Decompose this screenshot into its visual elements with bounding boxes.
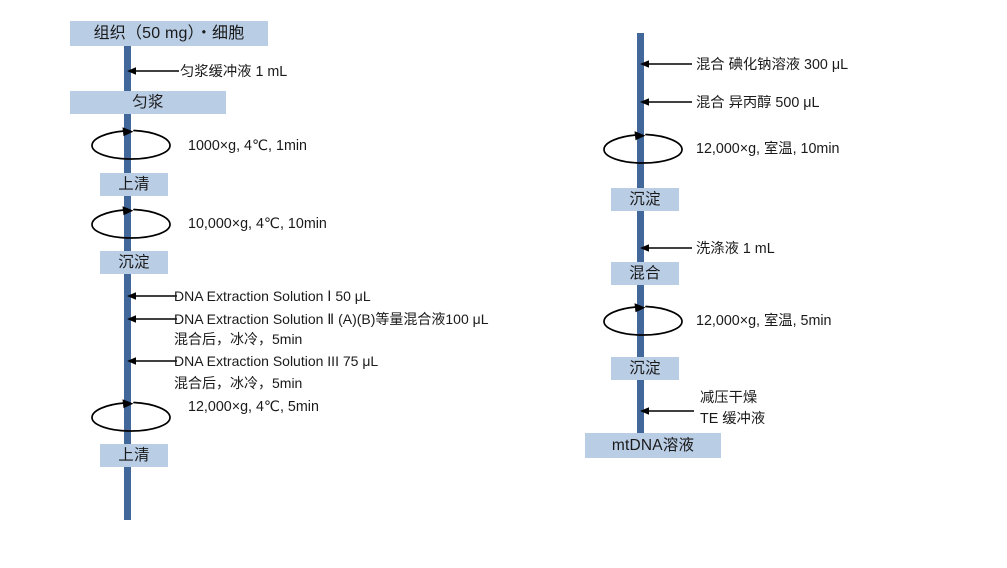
label-sodium-iodide-solution: 混合 碘化钠溶液 300 μL xyxy=(696,57,849,73)
arrow-wash-solution xyxy=(640,242,692,254)
label-te-buffer: TE 缓冲液 xyxy=(700,411,766,427)
label-spin-12000g-rt-5min: 12,000×g, 室温, 5min xyxy=(696,313,832,329)
arrow-dna-extraction-solution-2 xyxy=(127,313,177,325)
right-column-spine xyxy=(637,33,644,445)
left-column-spine xyxy=(124,38,131,520)
label-dna-extraction-solution-1: DNA Extraction Solution Ⅰ 50 μL xyxy=(174,288,371,304)
arrow-homogenization-buffer xyxy=(127,65,179,77)
centrifuge-icon-spin-10000g xyxy=(88,203,174,239)
stage-homogenate[interactable]: 匀浆 xyxy=(70,91,226,114)
label-dna-extraction-solution-3: DNA Extraction Solution III 75 μL xyxy=(174,353,379,369)
label-mix-ice-5min-a: 混合后，冰冷，5min xyxy=(174,331,303,347)
label-spin-12000g-left: 12,000×g, 4℃, 5min xyxy=(188,399,319,415)
stage-mtdna-solution[interactable]: mtDNA溶液 xyxy=(585,433,721,458)
label-wash-solution: 洗涤液 1 mL xyxy=(696,241,775,257)
centrifuge-icon-spin-12000g-left xyxy=(88,396,174,432)
centrifuge-icon-spin-12000g-rt-5min xyxy=(600,300,686,336)
arrow-dna-extraction-solution-1 xyxy=(127,290,177,302)
label-homogenization-buffer: 匀浆缓冲液 1 mL xyxy=(180,64,288,80)
arrow-dna-extraction-solution-3 xyxy=(127,355,177,367)
label-isopropanol: 混合 异丙醇 500 μL xyxy=(696,95,820,111)
stage-mix[interactable]: 混合 xyxy=(611,262,679,285)
arrow-isopropanol xyxy=(640,96,692,108)
stage-pellet-2[interactable]: 沉淀 xyxy=(611,188,679,211)
stage-supernatant-1[interactable]: 上清 xyxy=(100,173,168,196)
stage-pellet-3[interactable]: 沉淀 xyxy=(611,357,679,380)
arrow-sodium-iodide-solution xyxy=(640,58,692,70)
stage-tissue-cells[interactable]: 组织（50 mg）・细胞 xyxy=(70,21,268,46)
label-spin-10000g: 10,000×g, 4℃, 10min xyxy=(188,216,327,232)
centrifuge-icon-spin-12000g-rt-10min xyxy=(600,128,686,164)
centrifuge-icon-spin-1000g xyxy=(88,124,174,160)
label-dna-extraction-solution-2: DNA Extraction Solution Ⅱ (A)(B)等量混合液100… xyxy=(174,311,489,327)
label-vacuum-dry: 减压干燥 xyxy=(700,390,758,406)
label-spin-12000g-rt-10min: 12,000×g, 室温, 10min xyxy=(696,141,840,157)
stage-pellet-1[interactable]: 沉淀 xyxy=(100,251,168,274)
label-mix-ice-5min-b: 混合后，冰冷，5min xyxy=(174,375,303,391)
arrow-te-buffer xyxy=(640,405,694,417)
label-spin-1000g: 1000×g, 4℃, 1min xyxy=(188,138,307,154)
stage-supernatant-2[interactable]: 上清 xyxy=(100,444,168,467)
